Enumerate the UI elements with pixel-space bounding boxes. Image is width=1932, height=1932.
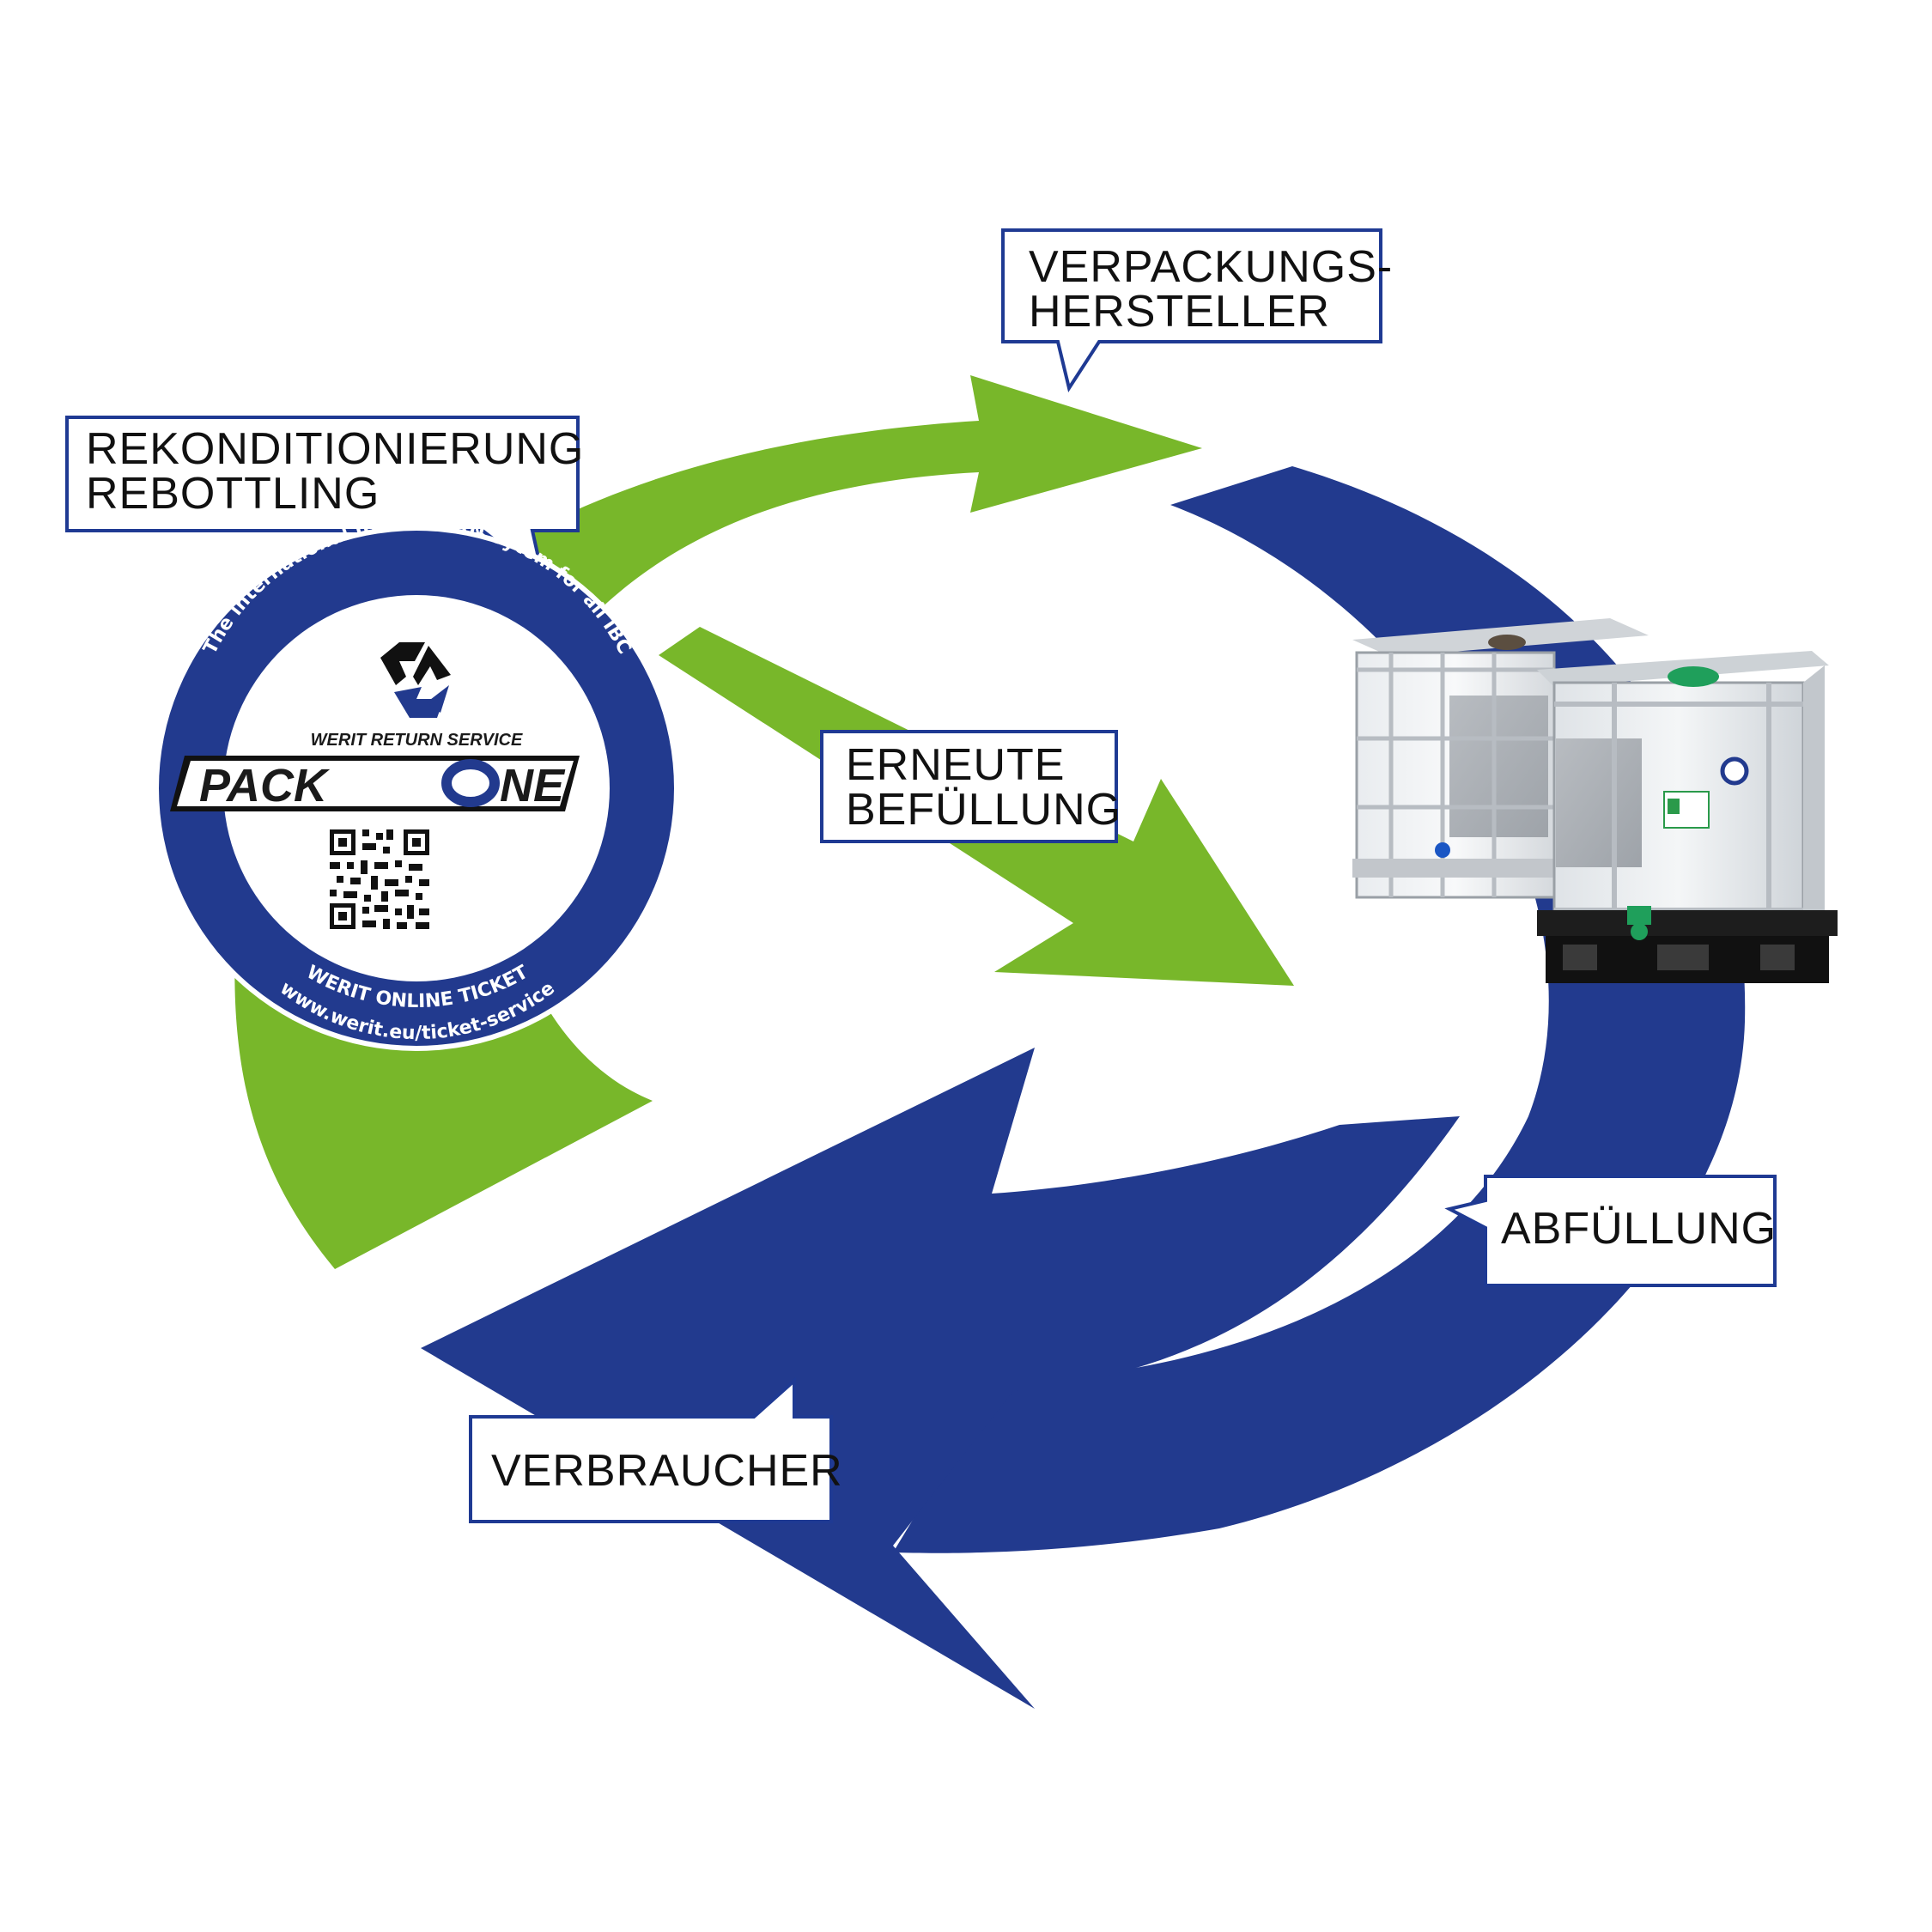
callout-verbraucher-line1: VERBRAUCHER [491,1446,843,1496]
brand-o-ring-icon [441,759,500,807]
callout-rekonditionierung: REKONDITIONIERUNG REBOTTLING [65,416,584,581]
ibc-container-back [1352,618,1649,899]
callout-rekonditionierung-line2: REBOTTLING [86,469,380,519]
callout-abfuellung-line1: ABFÜLLUNG [1501,1204,1777,1254]
logo-service-text: WERIT RETURN SERVICE [311,731,523,750]
brand-ne-text: NE [500,760,566,811]
packone-brand-band: PACK NE [170,756,580,811]
qr-code-icon [330,829,429,929]
recycle-icon [380,642,451,718]
callout-rekonditionierung-line1: REKONDITIONIERUNG [86,424,584,474]
ibc-container-icon [1352,618,1838,983]
callout-verpackungshersteller: VERPACKUNGS- HERSTELLER [1001,228,1393,392]
callout-abfuellung: ABFÜLLUNG [1444,1175,1777,1287]
packone-logo: The international IBC RETURN Sytem for a… [154,513,679,1051]
callout-verbraucher: VERBRAUCHER [469,1376,843,1523]
blue-arrowhead-left [421,1048,1460,1709]
callout-verpackungshersteller-line2: HERSTELLER [1029,287,1330,337]
callout-erneute-befuellung: ERNEUTE BEFÜLLUNG [820,730,1121,843]
green-arc-top [464,375,1202,644]
ibc-container-front [1537,651,1838,983]
callout-erneute-befuellung-line2: BEFÜLLUNG [846,785,1121,835]
callout-erneute-befuellung-line1: ERNEUTE [846,740,1065,790]
callout-verpackungshersteller-line1: VERPACKUNGS- [1029,242,1393,292]
brand-pack-text: PACK [199,760,331,811]
